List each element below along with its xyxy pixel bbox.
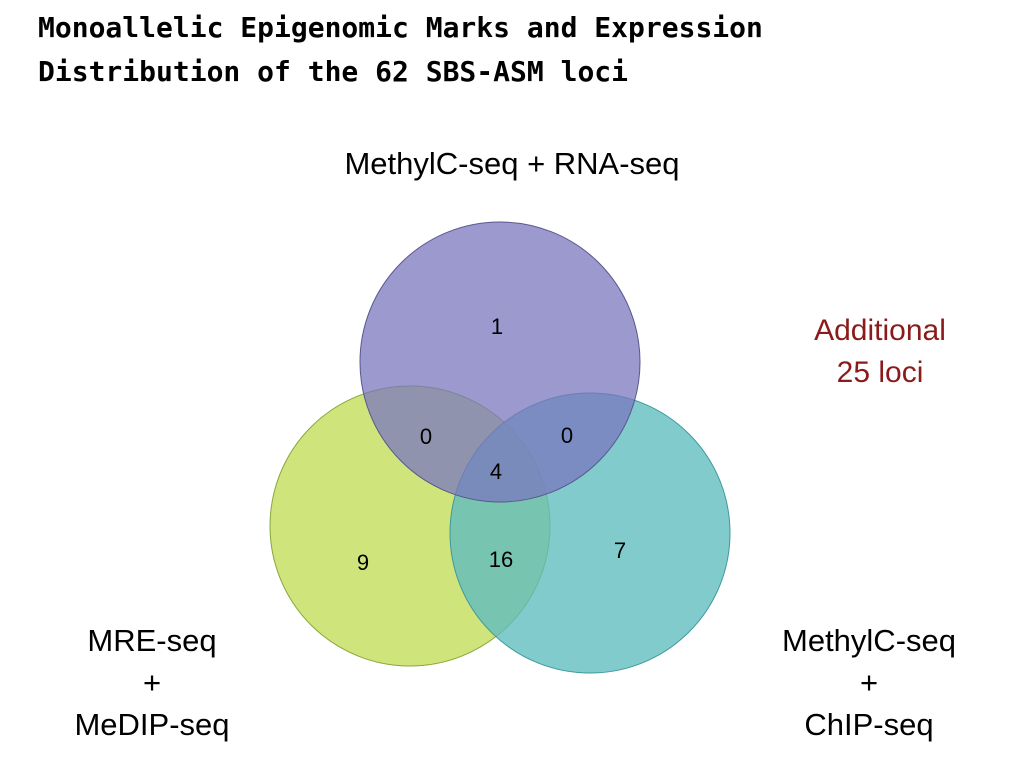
count-top-only: 1 [491,314,503,339]
title-line-1: Monoallelic Epigenomic Marks and Express… [38,11,763,44]
set-label-left-line-2: + [142,665,162,700]
count-top-right: 0 [561,423,573,448]
set-label-left-line-1: MRE-seq [87,623,217,658]
count-top-left: 0 [420,424,432,449]
set-circle-top [359,221,641,503]
additional-line-1: Additional [814,314,946,347]
set-label-right-line-3: ChIP-seq [804,707,934,742]
additional-loci-note: Additional 25 loci [776,310,984,394]
set-label-left: MRE-seq + MeDIP-seq [40,620,264,746]
count-right-only: 7 [614,538,626,563]
additional-line-2: 25 loci [836,356,924,389]
set-label-right-line-1: MethylC-seq [782,623,956,658]
set-label-left-line-3: MeDIP-seq [74,707,230,742]
count-left-only: 9 [357,550,369,575]
title-line-2: Distribution of the 62 SBS-ASM loci [38,55,629,88]
set-label-top: MethylC-seq + RNA-seq [300,143,724,185]
count-all-three: 4 [490,459,502,484]
count-left-right: 16 [489,547,513,572]
set-label-right: MethylC-seq + ChIP-seq [742,620,996,746]
set-label-top-text: MethylC-seq + RNA-seq [344,146,680,181]
set-label-right-line-2: + [859,665,879,700]
slide-title: Monoallelic Epigenomic Marks and Express… [38,6,938,94]
